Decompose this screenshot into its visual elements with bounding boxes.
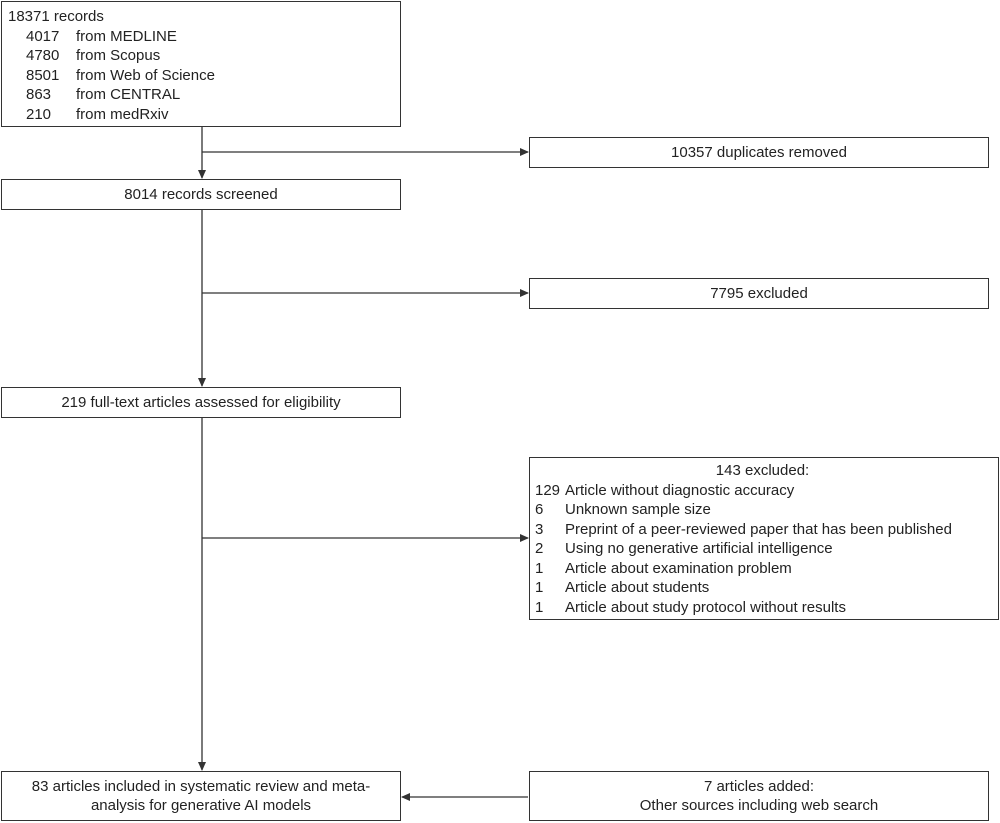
exclusion-reason-row: 1 Article about examination problem	[535, 559, 998, 579]
source-count: 4017	[26, 27, 60, 45]
exclusion-label: Article about examination problem	[565, 559, 792, 577]
records-screened-text: 8014 records screened	[124, 186, 278, 203]
source-label: from medRxiv	[76, 105, 169, 123]
exclusion-reason-row: 1 Article about students	[535, 578, 998, 598]
added-line-2: Other sources including web search	[639, 797, 879, 814]
source-row-central: 863 from CENTRAL	[26, 85, 400, 105]
added-line-1: 7 articles added:	[703, 778, 815, 795]
exclusion-count: 6	[535, 501, 544, 518]
source-row-web-of-science: 8501 from Web of Science	[26, 66, 400, 86]
source-label: from MEDLINE	[76, 27, 177, 45]
source-label: from Scopus	[76, 47, 161, 64]
included-box: 83 articles included in systematic revie…	[1, 771, 401, 821]
source-label: from CENTRAL	[76, 86, 181, 103]
exclusion-reason-row: 3 Preprint of a peer-reviewed paper that…	[535, 520, 998, 540]
exclusion-reason-row: 1 Article about study protocol without r…	[535, 598, 998, 618]
source-count: 863	[26, 86, 52, 103]
source-row-scopus: 4780 from Scopus	[26, 46, 400, 66]
records-screened-box: 8014 records screened	[1, 179, 401, 210]
exclusion-label: Using no generative artificial intellige…	[565, 540, 833, 557]
source-list: 4017 from MEDLINE 4780 from Scopus 8501 …	[8, 27, 400, 125]
exclusion-reason-row: 129 Article without diagnostic accuracy	[535, 481, 998, 501]
source-count: 210	[26, 105, 52, 123]
exclusion-count: 1	[535, 559, 544, 577]
duplicates-removed-text: 10357 duplicates removed	[671, 144, 847, 161]
source-count: 4780	[26, 47, 60, 64]
source-label: from Web of Science	[76, 66, 215, 84]
excluded-fulltext-box: 143 excluded: 129 Article without diagno…	[529, 457, 999, 620]
identification-box: 18371 records 4017 from MEDLINE 4780 fro…	[1, 1, 401, 127]
exclusion-reason-row: 2 Using no generative artificial intelli…	[535, 539, 998, 559]
exclusion-reason-row: 6 Unknown sample size	[535, 500, 998, 520]
exclusion-label: Article about students	[565, 579, 710, 596]
duplicates-removed-box: 10357 duplicates removed	[529, 137, 989, 168]
source-row-medrxiv: 210 from medRxiv	[26, 105, 400, 125]
exclusion-count: 1	[535, 598, 544, 616]
source-row-medline: 4017 from MEDLINE	[26, 27, 400, 47]
source-count: 8501	[26, 66, 60, 84]
exclusion-label: Article without diagnostic accuracy	[565, 481, 795, 499]
total-records: 18371 records	[8, 8, 104, 25]
exclusion-label: Unknown sample size	[565, 501, 711, 518]
exclusion-count: 1	[535, 579, 544, 596]
exclusion-count: 2	[535, 540, 544, 557]
excluded-screening-box: 7795 excluded	[529, 278, 989, 309]
eligibility-box: 219 full-text articles assessed for elig…	[1, 387, 401, 418]
excluded-screening-text: 7795 excluded	[710, 285, 808, 302]
added-articles-box: 7 articles added: Other sources includin…	[529, 771, 989, 821]
exclusion-label: Article about study protocol without res…	[565, 598, 846, 616]
excluded-fulltext-title: 143 excluded:	[715, 462, 810, 479]
eligibility-text: 219 full-text articles assessed for elig…	[61, 394, 341, 411]
exclusion-count: 129	[535, 481, 561, 499]
included-line-1: 83 articles included in systematic revie…	[31, 778, 371, 795]
included-line-2: analysis for generative AI models	[90, 797, 312, 814]
exclusion-count: 3	[535, 520, 544, 538]
exclusion-label: Preprint of a peer-reviewed paper that h…	[565, 520, 952, 538]
